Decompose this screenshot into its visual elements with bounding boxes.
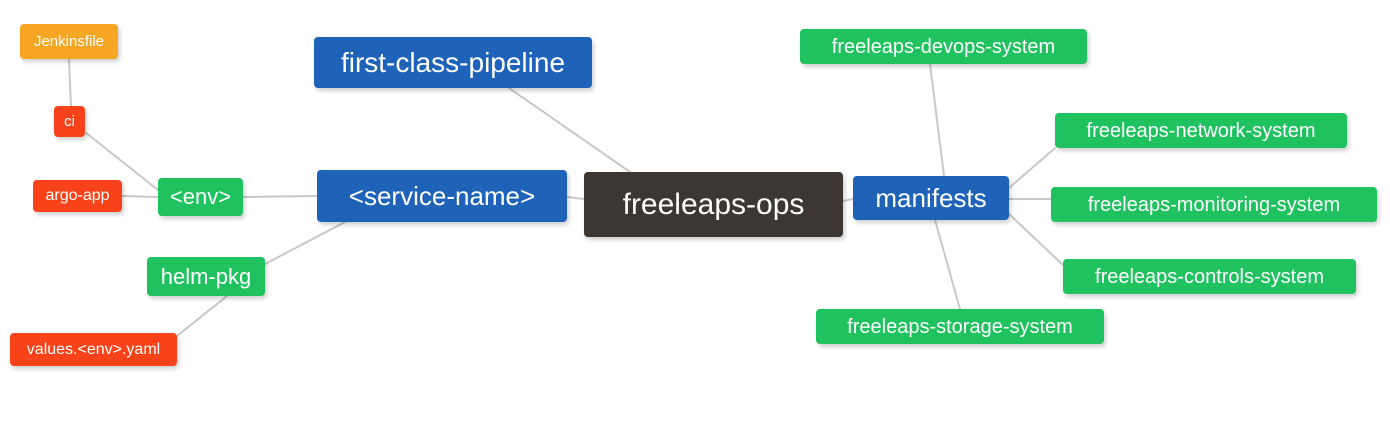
- mindmap-edge: [68, 58, 72, 107]
- mindmap-node-label: freeleaps-storage-system: [847, 315, 1073, 338]
- mindmap-node-env[interactable]: <env>: [158, 178, 243, 216]
- mindmap-node-label: values.<env>.yaml: [26, 340, 161, 358]
- mindmap-edge: [929, 63, 945, 177]
- mindmap-edge: [508, 87, 631, 173]
- mindmap-edge: [242, 195, 318, 198]
- mindmap-node-jenkinsfile[interactable]: Jenkinsfile: [20, 24, 118, 59]
- mindmap-edge: [176, 295, 228, 337]
- mindmap-node-helm-pkg[interactable]: helm-pkg: [147, 257, 265, 296]
- mindmap-node-argo-app[interactable]: argo-app: [33, 180, 122, 212]
- mindmap-node-label: <service-name>: [348, 181, 536, 211]
- mindmap-node-service-name[interactable]: <service-name>: [317, 170, 567, 222]
- mindmap-node-freeleaps-devops-system[interactable]: freeleaps-devops-system: [800, 29, 1087, 64]
- mindmap-edge: [121, 195, 159, 198]
- mindmap-node-freeleaps-monitoring-system[interactable]: freeleaps-monitoring-system: [1051, 187, 1377, 222]
- mindmap-node-freeleaps-network-system[interactable]: freeleaps-network-system: [1055, 113, 1347, 148]
- mindmap-edge: [264, 221, 346, 265]
- mindmap-edge: [842, 198, 854, 202]
- mindmap-edge: [934, 219, 961, 310]
- mindmap-node-label: <env>: [169, 184, 232, 209]
- mindmap-node-values-env-yaml[interactable]: values.<env>.yaml: [10, 333, 177, 366]
- mindmap-node-label: manifests: [875, 183, 987, 213]
- mindmap-node-label: freeleaps-devops-system: [831, 35, 1056, 58]
- mindmap-node-first-class-pipeline[interactable]: first-class-pipeline: [314, 37, 592, 88]
- mindmap-node-label: freeleaps-network-system: [1086, 119, 1316, 142]
- mindmap-node-label: ci: [64, 113, 75, 130]
- mindmap-edge: [566, 196, 585, 200]
- mindmap-edge: [1008, 147, 1056, 189]
- mindmap-node-label: argo-app: [45, 187, 110, 204]
- mindmap-node-freeleaps-storage-system[interactable]: freeleaps-storage-system: [816, 309, 1104, 344]
- mindmap-node-freeleaps-ops[interactable]: freeleaps-ops: [584, 172, 843, 237]
- mindmap-node-label: helm-pkg: [160, 263, 252, 289]
- mindmap-node-ci[interactable]: ci: [54, 106, 85, 137]
- mindmap-node-label: freeleaps-monitoring-system: [1087, 193, 1341, 216]
- mindmap-node-label: Jenkinsfile: [33, 33, 105, 50]
- mindmap-node-label: first-class-pipeline: [340, 46, 566, 78]
- mindmap-node-manifests[interactable]: manifests: [853, 176, 1009, 220]
- mindmap-node-label: freeleaps-controls-system: [1095, 265, 1324, 288]
- mindmap-node-freeleaps-controls-system[interactable]: freeleaps-controls-system: [1063, 259, 1356, 294]
- mindmap-node-label: freeleaps-ops: [622, 187, 805, 221]
